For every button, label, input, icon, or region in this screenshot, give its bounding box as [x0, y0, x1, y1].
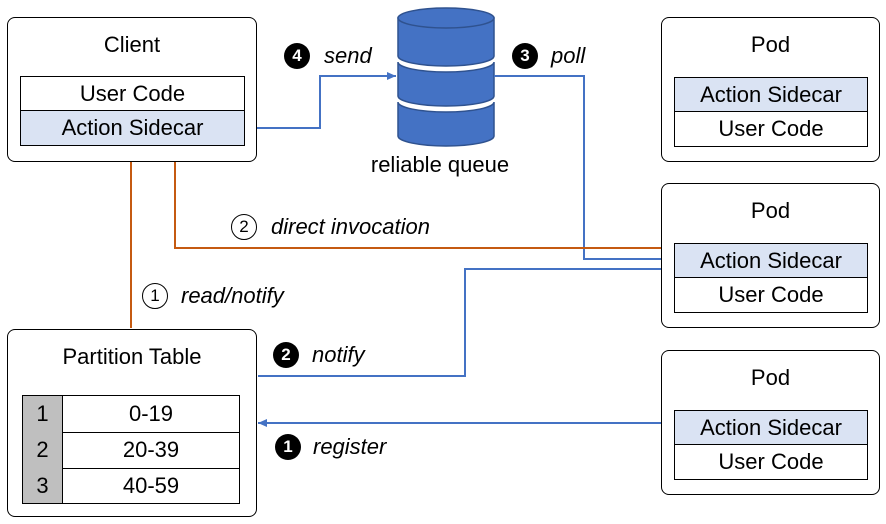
partition-row-2-range: 20-39 — [122, 437, 180, 462]
pod-3-user-code: User Code — [674, 444, 868, 480]
send-arrow — [240, 72, 396, 129]
step-direct-invocation-label: 2 direct invocation — [231, 214, 430, 240]
direct-invocation-arrow — [174, 147, 674, 252]
pod-1-action-sidecar: Action Sidecar — [674, 77, 868, 113]
client-box: Client User Code Action Sidecar — [7, 17, 257, 162]
partition-table-title: Partition Table — [62, 344, 202, 369]
pod-1-title: Pod — [750, 32, 791, 57]
pod-2-title: Pod — [750, 198, 791, 223]
step-direct-invocation-circle: 2 — [231, 214, 257, 240]
reliable-queue-icon — [397, 7, 495, 147]
step-read-notify-text: read/notify — [181, 283, 284, 308]
pod-3-title: Pod — [750, 365, 791, 390]
client-title: Client — [103, 32, 161, 57]
step-read-notify-label: 1 read/notify — [142, 283, 284, 309]
pod-2-action-sidecar: Action Sidecar — [674, 243, 868, 279]
notify-arrow — [258, 265, 674, 377]
pod-1-user-code: User Code — [674, 111, 868, 147]
pod-3-action-sidecar: Action Sidecar — [674, 410, 868, 446]
partition-row-2-index: 2 — [23, 432, 63, 468]
pod-2: Pod Action Sidecar User Code — [661, 183, 880, 328]
step-register-label: 1 register — [275, 434, 386, 460]
step-send-text: send — [324, 43, 372, 68]
client-user-code: User Code — [20, 76, 245, 112]
partition-row-3-range: 40-59 — [122, 472, 180, 498]
partition-row-1-index: 1 — [23, 396, 63, 432]
step-poll-badge: 3 — [512, 43, 538, 69]
step-notify-badge: 2 — [273, 342, 299, 368]
pod-3: Pod Action Sidecar User Code — [661, 350, 880, 495]
step-poll-label: 3 poll — [512, 43, 585, 69]
pod-2-user-code: User Code — [674, 277, 868, 313]
partition-row-divider — [23, 432, 239, 433]
partition-row-1-range: 0-19 — [128, 401, 174, 426]
step-notify-label: 2 notify — [273, 342, 365, 368]
step-send-label: 4 send — [284, 43, 372, 69]
reliable-queue-label: reliable queue — [370, 152, 510, 177]
pod-1: Pod Action Sidecar User Code — [661, 17, 880, 162]
step-register-text: register — [313, 434, 387, 459]
step-direct-invocation-text: direct invocation — [271, 214, 430, 239]
step-read-notify-circle: 1 — [142, 283, 168, 309]
step-send-badge: 4 — [284, 43, 310, 69]
partition-row-divider — [23, 468, 239, 469]
step-poll-text: poll — [551, 43, 586, 68]
partition-table: 1 0-19 2 20-39 3 40-59 — [22, 395, 240, 504]
client-action-sidecar: Action Sidecar — [20, 110, 245, 146]
partition-row-3-index: 3 — [23, 468, 63, 503]
step-notify-text: notify — [312, 342, 365, 367]
poll-arrow — [494, 75, 674, 263]
step-register-badge: 1 — [275, 434, 301, 460]
